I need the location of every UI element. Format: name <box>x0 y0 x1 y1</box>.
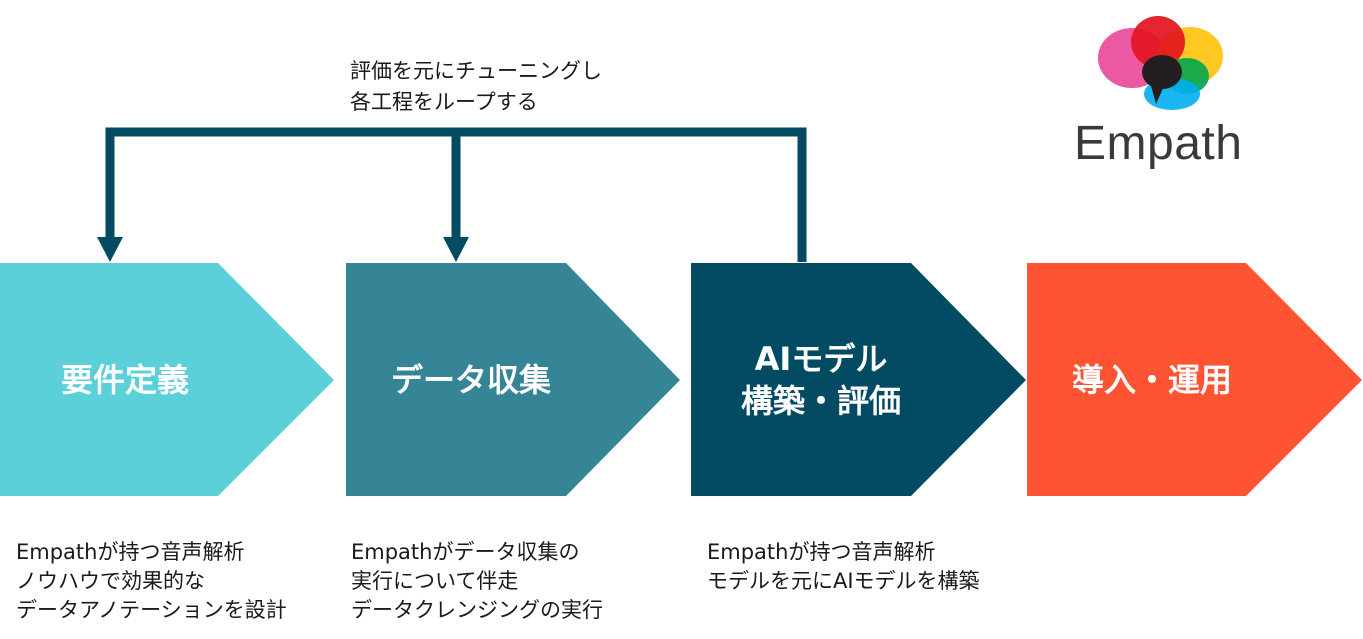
step-shape-data-collection <box>346 263 680 496</box>
loop-arrowhead-2 <box>443 237 469 262</box>
empath-wordmark: Empath <box>1074 117 1243 170</box>
step-label-data-collection: データ収集 <box>346 359 596 401</box>
step-desc-ai-model: Empathが持つ音声解析 モデルを元にAIモデルを構築 <box>707 538 980 596</box>
loop-arrowhead-1 <box>97 237 123 262</box>
step-desc-data-collection: Empathがデータ収集の 実行について伴走 データクレンジングの実行 <box>351 538 603 625</box>
desc-line: データアノテーションを設計 <box>16 598 287 622</box>
step-label-deployment-text: 導入・運用 <box>1071 361 1232 399</box>
loop-note-line-1: 評価を元にチューニングし <box>350 59 602 83</box>
loop-note-line-2: 各工程をループする <box>350 90 538 114</box>
desc-line: Empathがデータ収集の <box>351 540 580 564</box>
step-label-deployment: 導入・運用 <box>1027 359 1277 401</box>
loop-note: 評価を元にチューニングし 各工程をループする <box>350 56 602 118</box>
step-shape-deployment <box>1027 263 1362 496</box>
desc-line: ノウハウで効果的な <box>16 569 205 593</box>
step-shape-requirements <box>0 263 334 496</box>
desc-line: モデルを元にAIモデルを構築 <box>707 569 980 593</box>
step-desc-requirements: Empathが持つ音声解析 ノウハウで効果的な データアノテーションを設計 <box>16 538 287 625</box>
step-label-requirements-text: 要件定義 <box>60 361 189 399</box>
desc-line: 実行について伴走 <box>351 569 519 593</box>
step-shape-ai-model <box>691 263 1026 496</box>
desc-line: データクレンジングの実行 <box>351 598 603 622</box>
desc-line: Empathが持つ音声解析 <box>16 540 245 564</box>
step-label-requirements: 要件定義 <box>0 359 250 401</box>
step-label-ai-model-line-2: 構築・評価 <box>740 382 901 420</box>
empath-logo-icon <box>1098 16 1223 110</box>
step-label-ai-model-line-1: AIモデル <box>754 340 888 378</box>
step-label-data-collection-text: データ収集 <box>390 361 551 399</box>
desc-line: Empathが持つ音声解析 <box>707 540 936 564</box>
step-label-ai-model: AIモデル 構築・評価 <box>691 338 951 422</box>
